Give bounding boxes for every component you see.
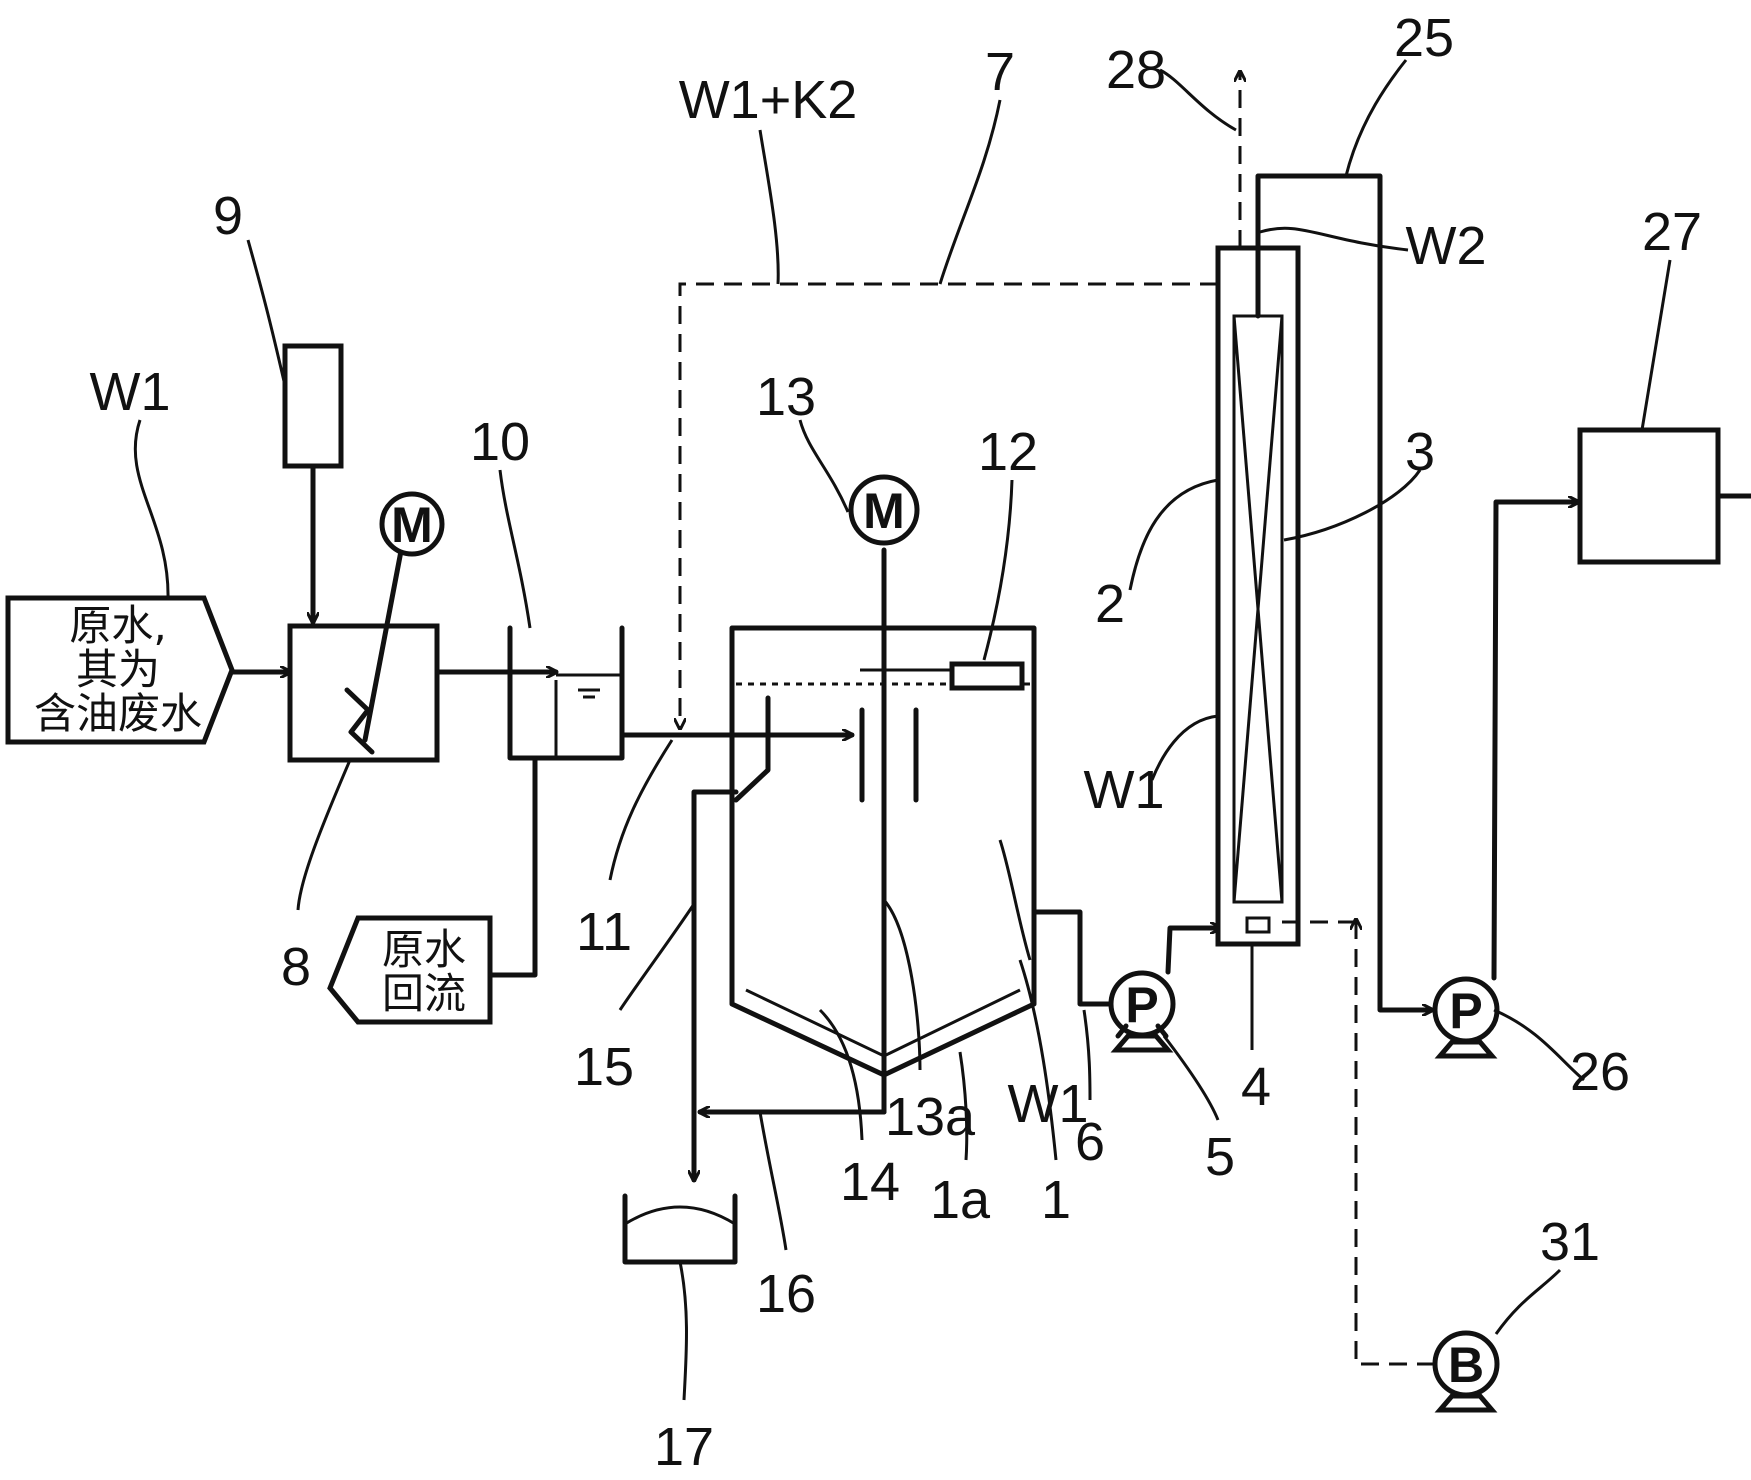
motor-8-letter: M: [391, 497, 433, 553]
label-3: 3: [1405, 422, 1435, 482]
label-7: 7: [985, 42, 1015, 102]
leader-26: [1493, 1008, 1585, 1082]
label-w1k2: W1+K2: [679, 70, 858, 130]
leader-w1-tank2: [1150, 714, 1219, 781]
label-w2: W2: [1406, 216, 1487, 276]
label-1a: 1a: [930, 1170, 991, 1230]
label-31: 31: [1540, 1212, 1600, 1272]
leader-10: [498, 469, 532, 629]
leader-11: [608, 739, 674, 881]
buffer-tank-10: [507, 625, 625, 761]
leader-w1-tank1: [998, 839, 1032, 961]
leader-13a: [882, 899, 922, 1071]
leader-31: [1494, 1268, 1562, 1335]
label-4: 4: [1241, 1057, 1271, 1117]
label-13: 13: [756, 367, 816, 427]
label-15: 15: [574, 1037, 634, 1097]
leader-27: [1640, 259, 1672, 431]
raw-water-line-1: 原水,: [69, 601, 166, 650]
label-2: 2: [1095, 574, 1125, 634]
leader-15: [618, 903, 696, 1011]
label-27: 27: [1642, 202, 1702, 262]
label-11: 11: [576, 902, 632, 962]
label-16: 16: [756, 1264, 816, 1324]
leader-6: [1082, 1009, 1092, 1101]
label-10: 10: [470, 412, 530, 472]
leader-7: [938, 99, 1002, 285]
label-28: 28: [1106, 40, 1166, 100]
pump-5-letter: P: [1125, 977, 1158, 1033]
label-9: 9: [213, 186, 243, 246]
label-1: 1: [1041, 1170, 1071, 1230]
leader-25: [1344, 59, 1408, 177]
recycle-line-2: 回流: [382, 969, 466, 1018]
blower-31-letter: B: [1448, 1337, 1484, 1393]
leader-12: [982, 479, 1014, 661]
leader-2: [1128, 478, 1219, 591]
pump-26-letter: P: [1449, 983, 1482, 1039]
label-12: 12: [978, 422, 1038, 482]
treated-water-tank-27: [1577, 427, 1721, 565]
raw-water-source: 原水, 其为 含油废水: [5, 595, 235, 745]
leader-w1-in: [133, 419, 170, 601]
pump-26-base: [1434, 1039, 1498, 1059]
leader-5: [1162, 1035, 1220, 1121]
pump-5-base: [1110, 1033, 1174, 1053]
leader-w2: [1259, 226, 1409, 252]
permeate-line-25: [1255, 173, 1435, 1010]
leader-9: [246, 239, 288, 391]
air-line: [1356, 920, 1435, 1366]
agitator-blade-icon: [344, 687, 375, 755]
recycle-line: [487, 755, 538, 978]
label-w1-tank1: W1: [1008, 1074, 1089, 1134]
reaction-tank-1: [729, 625, 1037, 1078]
chemical-tank-9: [282, 343, 344, 469]
recycle-line-1: 原水: [382, 925, 466, 974]
label-13a: 13a: [885, 1087, 976, 1147]
motor-13-letter: M: [863, 483, 905, 539]
leader-13: [798, 419, 850, 513]
diffuser-4: [1245, 916, 1271, 934]
leader-16: [758, 1111, 788, 1251]
label-w1-in: W1: [90, 362, 171, 422]
leader-1: [1018, 959, 1058, 1161]
agitator-shaft: [362, 527, 408, 743]
leader-14: [818, 1008, 864, 1141]
pump-5-discharge: [1165, 928, 1223, 975]
skimmer-trough: [733, 695, 771, 803]
leader-3: [1283, 469, 1422, 542]
blower-31-base: [1434, 1393, 1498, 1413]
return-line-7: [680, 282, 1218, 728]
raw-water-line-2: 其为: [76, 645, 160, 694]
label-26: 26: [1570, 1042, 1630, 1102]
raw-water-recycle: [327, 915, 493, 1025]
pump-26-discharge: [1491, 502, 1581, 981]
leader-8: [296, 759, 352, 911]
label-17: 17: [654, 1417, 714, 1477]
label-5: 5: [1205, 1127, 1235, 1187]
motor-8: [379, 491, 445, 557]
label-14: 14: [840, 1152, 900, 1212]
leader-17: [678, 1261, 688, 1401]
label-w1-tank2: W1: [1084, 760, 1165, 820]
raw-water-line-3: 含油废水: [34, 689, 202, 738]
label-25: 25: [1394, 8, 1454, 68]
leader-28: [1159, 68, 1237, 132]
motor-13: [848, 474, 920, 546]
leader-w1k2: [758, 129, 780, 285]
leader-1a: [958, 1051, 969, 1161]
outlet-line-6: [1031, 909, 1113, 1007]
float-scum-line-15: [694, 789, 739, 1183]
label-6: 6: [1075, 1112, 1105, 1172]
level-sensor-12: [949, 661, 1025, 691]
label-8: 8: [281, 937, 311, 997]
